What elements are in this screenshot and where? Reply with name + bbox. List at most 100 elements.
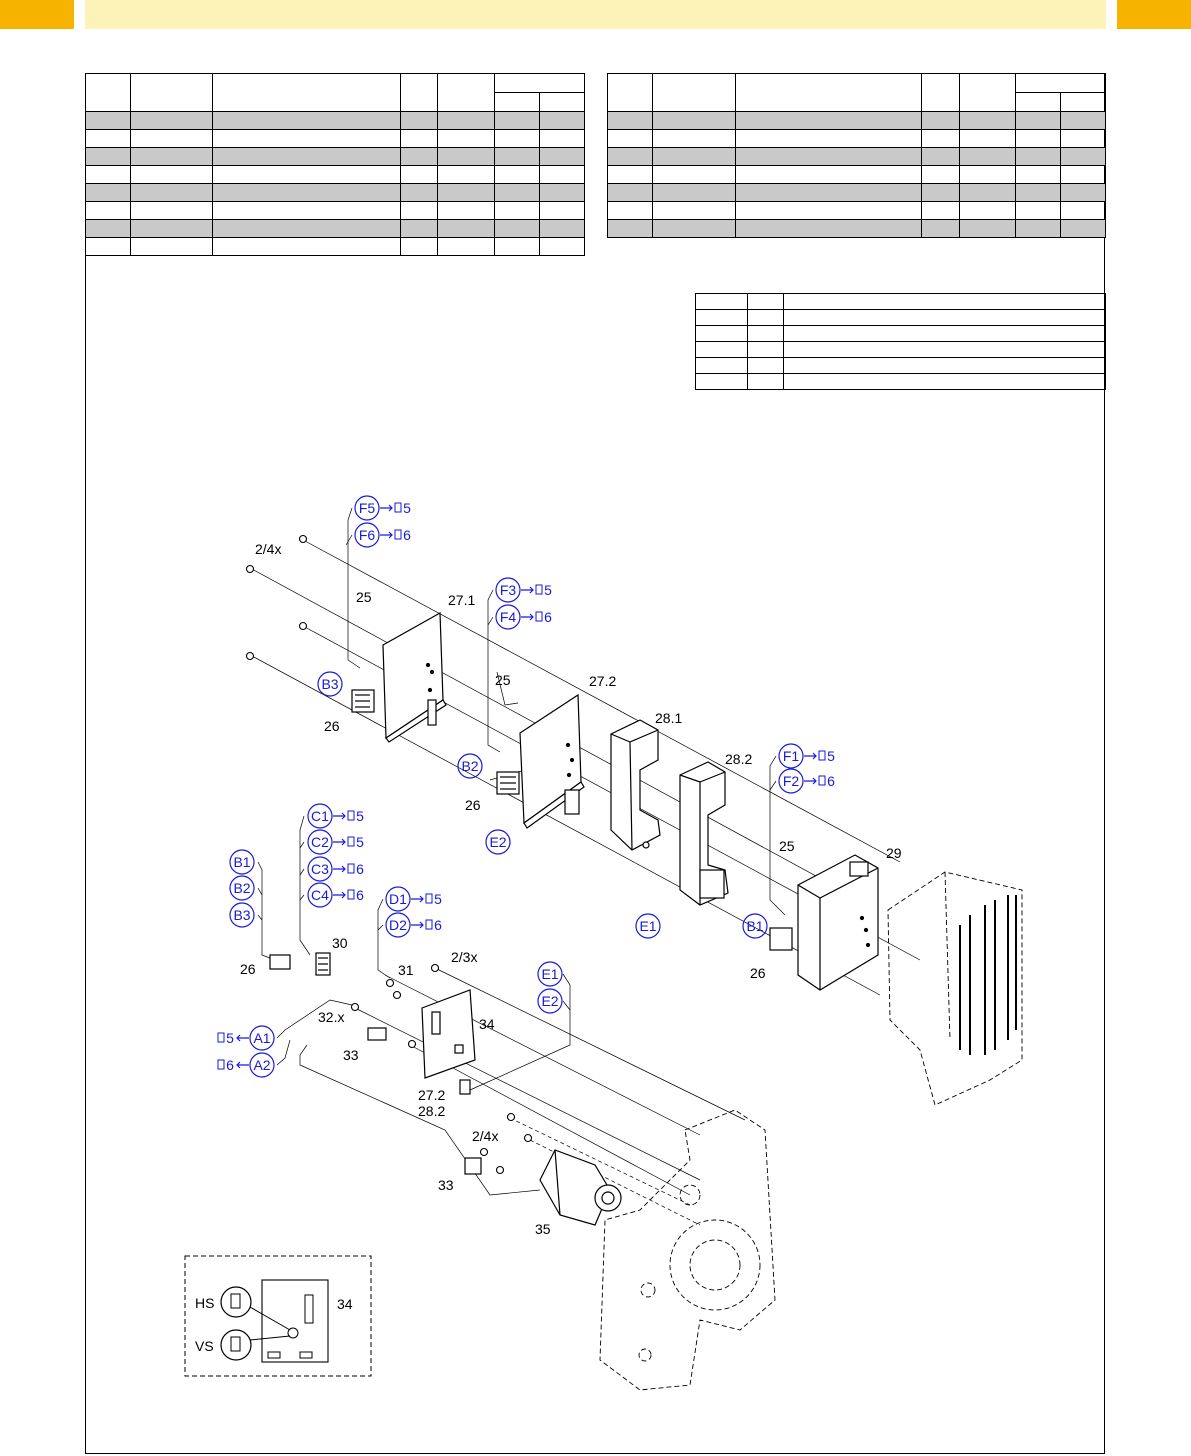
connector-30: [315, 952, 331, 976]
connector-d2-ref: 6: [434, 917, 442, 933]
connector-b3: B3: [233, 907, 250, 923]
table-row: [607, 165, 1106, 184]
label-25: 25: [356, 589, 372, 605]
document-icons: [217, 502, 826, 1070]
connector-26-left: [269, 954, 291, 970]
circuit-board-34: [421, 989, 476, 1095]
connector-c3-ref: 6: [356, 861, 364, 877]
label-33: 33: [438, 1177, 454, 1193]
connector-f1-ref: 5: [827, 748, 835, 764]
parts-table-left: [85, 73, 585, 256]
label-25: 25: [495, 672, 511, 688]
connector-f6: F6: [359, 527, 376, 543]
connector-c2-ref: 5: [356, 834, 364, 850]
connector-a1: A1: [253, 1030, 270, 1046]
table-row: [607, 111, 1106, 130]
label-29: 29: [886, 845, 902, 861]
connector-a2-ref: 6: [226, 1057, 234, 1073]
connector-d2: D2: [389, 917, 407, 933]
label-28-2: 28.2: [725, 751, 752, 767]
bracket-28-1: [610, 719, 661, 851]
table-row: [695, 373, 1106, 390]
table-header-row: [607, 73, 1106, 112]
connector-callouts: [229, 495, 817, 1078]
connector-e1: E1: [639, 918, 656, 934]
label-hs: HS: [195, 1295, 214, 1311]
table-row: [695, 293, 1106, 310]
table-row: [85, 147, 585, 166]
screws: [245, 534, 533, 1175]
label-26: 26: [465, 797, 481, 813]
table-row: [607, 183, 1106, 202]
label-vs: VS: [195, 1338, 214, 1354]
circuit-board-27-1: [351, 611, 447, 743]
page-frame: [85, 73, 1105, 1454]
label-26: 26: [750, 965, 766, 981]
label-27-2: 27.2: [589, 673, 616, 689]
label-25: 25: [779, 838, 795, 854]
detail-inset: [184, 1255, 372, 1377]
connector-e1: E1: [541, 966, 558, 982]
label-33: 33: [343, 1047, 359, 1063]
connector-a2: A2: [253, 1057, 270, 1073]
label-27-1: 27.1: [448, 592, 475, 608]
connector-e2: E2: [489, 834, 506, 850]
parts-table-right: [607, 73, 1106, 238]
label-28-2: 28.2: [418, 1103, 445, 1119]
table-row: [607, 201, 1106, 220]
label-34: 34: [479, 1016, 495, 1032]
leader-lines: [251, 507, 921, 1226]
label-35: 35: [535, 1221, 551, 1237]
connector-c2: C2: [311, 834, 329, 850]
connector-f1: F1: [783, 748, 800, 764]
label-31: 31: [398, 962, 414, 978]
housing-vents: [959, 895, 1017, 1055]
connector-c3: C3: [311, 861, 329, 877]
connector-a1-ref: 5: [226, 1030, 234, 1046]
table-row: [85, 183, 585, 202]
connector-f6-ref: 6: [403, 527, 411, 543]
connector-c1: C1: [311, 808, 329, 824]
connector-d1-ref: 5: [434, 891, 442, 907]
connector-labels: F5 5 F6 6 F3 5 F4 6 B3 B2 E2 F1 5 F2 6 E…: [226, 500, 835, 1073]
motor-35: [539, 1149, 622, 1226]
header-accent-left: [0, 0, 74, 29]
connector-f3-ref: 5: [544, 582, 552, 598]
label-32-x: 32.x: [318, 1009, 344, 1025]
circuit-board-27-2: [496, 693, 585, 829]
label-27-2: 27.2: [418, 1087, 445, 1103]
label-2-3x: 2/3x: [451, 949, 477, 965]
connector-d1: D1: [389, 891, 407, 907]
housing-cover: [887, 871, 1023, 1106]
table-row: [695, 309, 1106, 326]
connector-f4: F4: [500, 609, 517, 625]
connector-f5: F5: [359, 500, 376, 516]
connector-b1: B1: [233, 854, 250, 870]
connector-f3: F3: [500, 582, 517, 598]
connector-b1: B1: [746, 918, 763, 934]
label-26: 26: [324, 718, 340, 734]
label-2-4x: 2/4x: [255, 541, 281, 557]
table-header-row: [86, 92, 585, 112]
label-30: 30: [332, 935, 348, 951]
label-34: 34: [337, 1296, 353, 1312]
connector-f4-ref: 6: [544, 609, 552, 625]
connector-e2: E2: [541, 993, 558, 1009]
header-band: [85, 0, 1106, 29]
connector-f2-ref: 6: [827, 773, 835, 789]
connector-b2: B2: [233, 880, 250, 896]
connector-b3: B3: [321, 676, 338, 692]
table-row: [695, 325, 1106, 342]
connector-b2: B2: [461, 758, 478, 774]
label-28-1: 28.1: [655, 710, 682, 726]
table-row: [607, 219, 1106, 238]
connector-c1-ref: 5: [356, 808, 364, 824]
frame-plate: [599, 1109, 776, 1391]
connector-33: [367, 1027, 482, 1175]
reference-table: [695, 293, 1106, 390]
connector-f2: F2: [783, 773, 800, 789]
label-2-4x: 2/4x: [472, 1128, 498, 1144]
label-26: 26: [240, 961, 256, 977]
table-header-row: [85, 73, 585, 112]
